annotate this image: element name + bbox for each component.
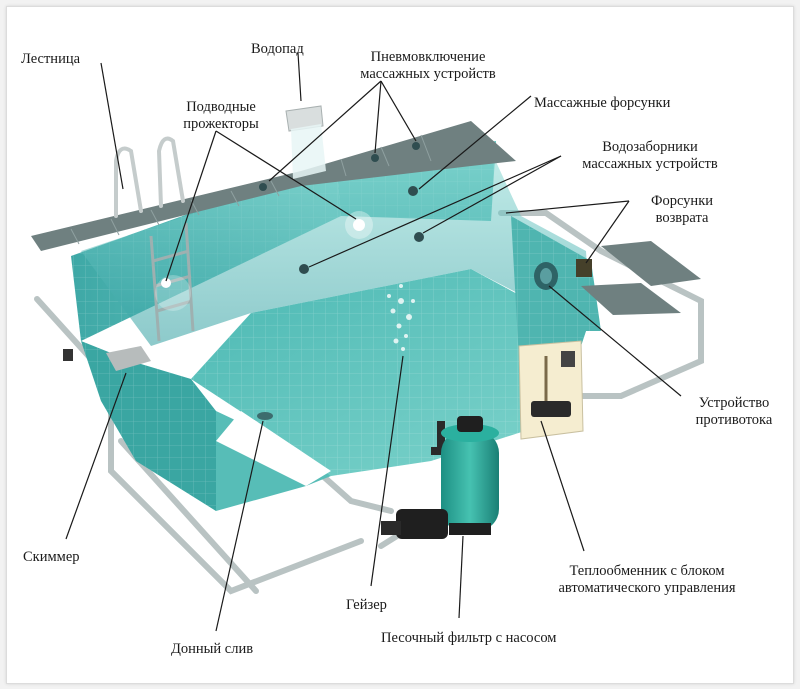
- label-counterflow-line1: Устройство: [698, 395, 770, 411]
- diagram-frame: Лестница Водопад Пневмовключение массажн…: [6, 6, 794, 684]
- label-heat-exchanger-line1: Теплообменник с блоком: [569, 563, 725, 579]
- label-return-nozzles-line1: Форсунки: [650, 193, 713, 209]
- inner-ladder: [149, 222, 195, 342]
- nozzles: [259, 142, 424, 274]
- label-pneumatic-line2: массажных устройств: [360, 66, 496, 82]
- label-ladder: Лестница: [21, 51, 81, 67]
- skimmer: [63, 346, 151, 371]
- label-counterflow-line2: противотока: [695, 412, 773, 428]
- label-water-intakes-line2: массажных устройств: [582, 156, 718, 172]
- label-geyser: Гейзер: [346, 597, 387, 613]
- label-water-intakes-line1: Водозаборники: [602, 139, 698, 155]
- label-return-nozzles: Форсунки возврата: [637, 193, 727, 227]
- label-return-nozzles-line2: возврата: [655, 210, 709, 226]
- heat-exchanger: [518, 340, 584, 440]
- ladder: [114, 136, 185, 218]
- bottom-drain: [257, 412, 273, 420]
- label-underwater-lights-line1: Подводные: [186, 99, 256, 115]
- label-bottom-drain: Донный слив: [171, 641, 254, 657]
- label-pneumatic: Пневмовключение массажных устройств: [333, 49, 523, 83]
- sand-filter-pump: [381, 416, 499, 539]
- label-massage-nozzles: Массажные форсунки: [534, 95, 671, 111]
- label-waterfall: Водопад: [251, 41, 304, 57]
- label-pneumatic-line1: Пневмовключение: [370, 49, 486, 65]
- label-underwater-lights-line2: прожекторы: [183, 116, 259, 132]
- geyser-bubbles: [387, 284, 415, 351]
- waterfall: [285, 105, 326, 179]
- label-heat-exchanger-line2: автоматического управления: [558, 580, 736, 596]
- label-skimmer: Скиммер: [23, 549, 80, 565]
- pool-illustration: [31, 52, 704, 632]
- label-heat-exchanger: Теплообменник с блоком автоматического у…: [527, 563, 767, 597]
- label-counterflow: Устройство противотока: [679, 395, 789, 429]
- label-water-intakes: Водозаборники массажных устройств: [555, 139, 745, 173]
- label-underwater-lights: Подводные прожекторы: [161, 99, 281, 133]
- label-sand-filter: Песочный фильтр с насосом: [381, 630, 557, 646]
- leader-lines: [65, 52, 682, 632]
- coping: [31, 121, 701, 315]
- pool-body: [71, 141, 601, 511]
- spotlights: [155, 211, 373, 311]
- counterflow-device: [534, 259, 592, 290]
